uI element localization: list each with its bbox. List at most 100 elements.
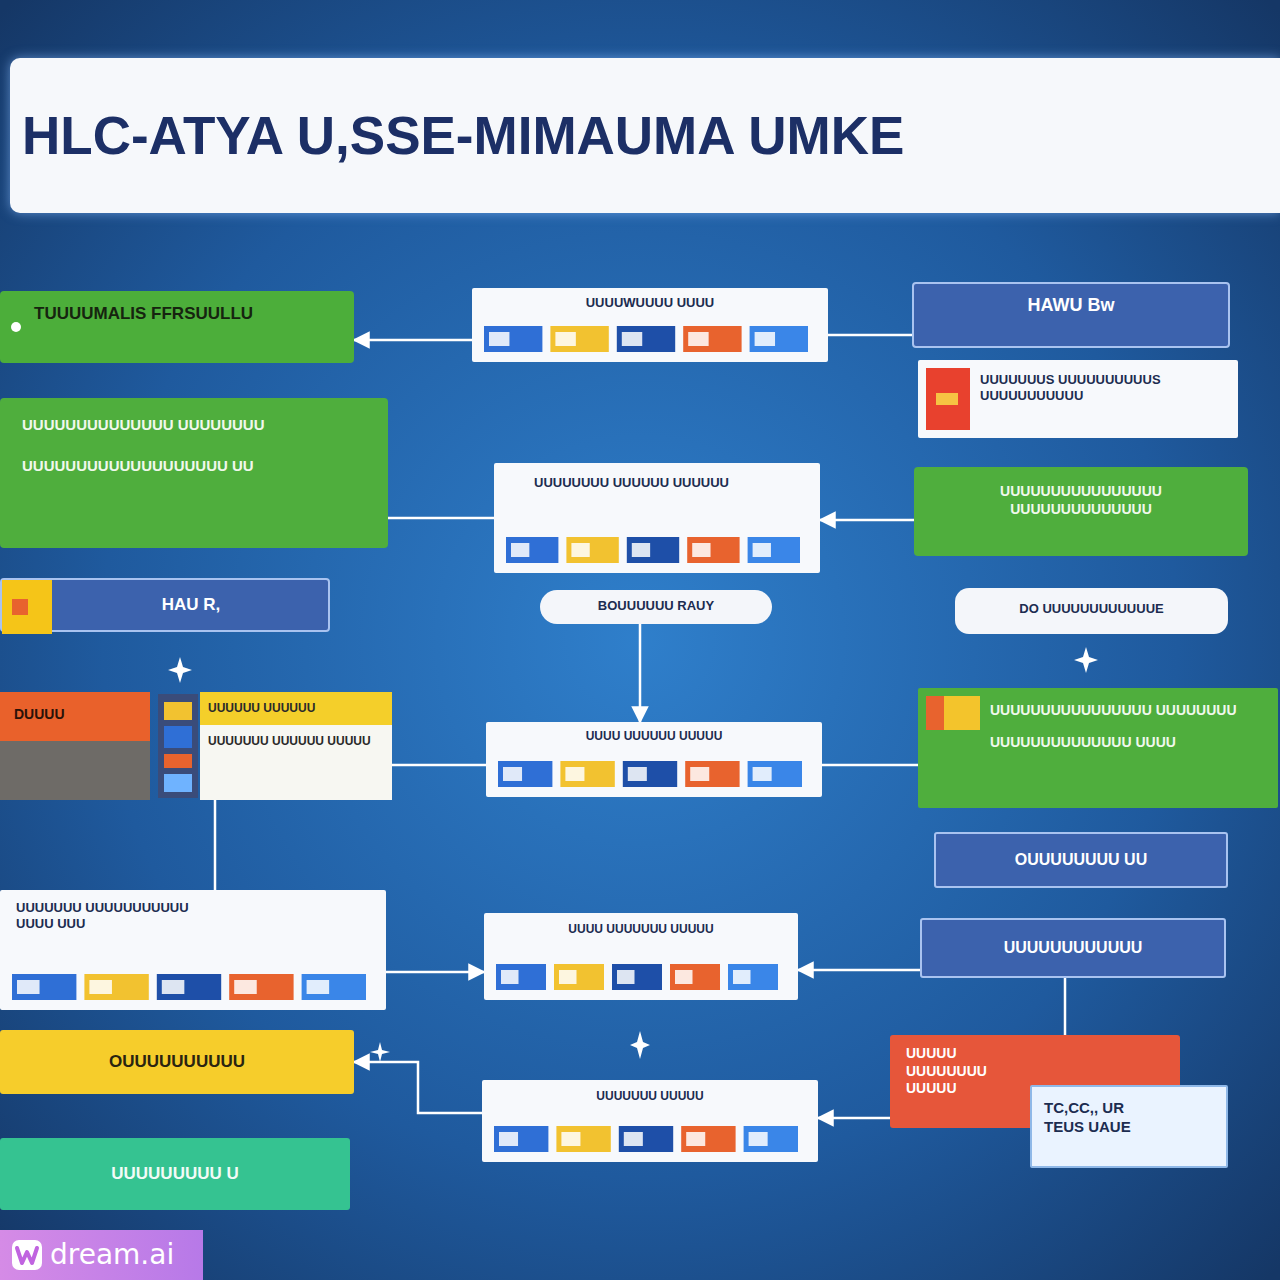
flow-connector <box>818 1117 890 1120</box>
thumbnail-detail <box>675 970 693 984</box>
thumbnail-detail <box>753 543 771 557</box>
watermark-logo <box>12 1240 42 1270</box>
thumbnail-detail <box>89 980 112 994</box>
box-text: UUUUUUUUUUU <box>980 388 1228 404</box>
thumbnail-detail <box>753 767 772 781</box>
flow-connector <box>1064 978 1067 1035</box>
flow-box: UUUUWUUUU UUUU <box>472 288 828 362</box>
thumbnail-block <box>670 964 720 990</box>
thumbnail-row <box>506 537 800 563</box>
thumbnail-block <box>748 761 802 787</box>
box-text: UUUUUUUS UUUUUUUUUUS <box>980 372 1228 388</box>
thumbnail-row <box>484 326 808 352</box>
flow-connector <box>392 764 486 767</box>
icon-block <box>164 702 192 720</box>
thumbnail-block <box>498 761 552 787</box>
box-text: UUUUUUUUUUUUUU UUUU <box>990 734 1262 752</box>
yellow-tab <box>2 580 52 634</box>
thumbnail-detail <box>692 543 710 557</box>
thumbnail-block <box>12 974 76 1000</box>
thumbnail-detail <box>688 332 708 346</box>
box-text: UUUUUU UUUUUU <box>200 692 392 725</box>
flow-box: UUUUUUUS UUUUUUUUUUSUUUUUUUUUUU <box>918 360 1238 438</box>
thumbnail-block <box>728 964 778 990</box>
box-text: HAU R, <box>66 594 316 615</box>
thumbnail-block <box>494 1126 548 1152</box>
flow-box: UUUUUUUUUUUUUU UUUUUUUUUUUUUUUUUUUUUUUUU… <box>0 398 388 548</box>
box-text: TC,CC,, UR <box>1044 1099 1214 1118</box>
box-text: UUUUWUUUU UUUU <box>484 295 816 311</box>
thumbnail-block <box>744 1126 798 1152</box>
box-text: UUUUU <box>906 1080 1020 1098</box>
flow-box: TUUUUMALIS FFRSUULLU <box>0 291 354 363</box>
icon-block <box>164 726 192 748</box>
thumbnail-block <box>506 537 558 563</box>
icon-block <box>164 754 192 768</box>
sparkle <box>370 1042 390 1062</box>
thumbnail-block <box>556 1126 610 1152</box>
thumbnail-detail <box>755 332 775 346</box>
box-text: UUUU UUUUUU UUUUU <box>498 729 810 744</box>
box-text: UUUUUUUU UUUUUU UUUUUU <box>534 475 808 491</box>
thumbnail-detail <box>686 1132 705 1146</box>
box-text: UUUUUUUUU U <box>14 1163 336 1184</box>
watermark-text: dream.ai <box>50 1230 174 1280</box>
flow-box: UUUUUUU UUUUU <box>482 1080 818 1162</box>
title-bar: HLC-ATYA U,SSE-MIMAUMA UMKE <box>10 58 1280 213</box>
tab-detail <box>926 696 944 730</box>
thumbnail-block <box>627 537 679 563</box>
thumbnail-detail <box>617 970 635 984</box>
flow-box: HAWU Bw <box>912 282 1230 348</box>
thumbnail-detail <box>489 332 509 346</box>
flow-connector <box>388 517 494 520</box>
thumbnail-detail <box>622 332 642 346</box>
flow-box: TC,CC,, URTEUS UAUE <box>1030 1085 1228 1168</box>
flow-box: UUUUUUUU UUUUUU UUUUUU <box>494 463 820 573</box>
icon-detail <box>936 393 958 405</box>
flow-box: UUUUUUUUUUUU <box>920 918 1226 978</box>
thumbnail-detail <box>17 980 40 994</box>
thumbnail-block <box>550 326 608 352</box>
flow-connector <box>214 800 217 890</box>
flow-box: BOUUUUUU RAUY <box>540 590 772 624</box>
thumbnail-block <box>84 974 148 1000</box>
thumbnail-row <box>496 964 778 990</box>
flow-connector <box>386 971 484 974</box>
thumbnail-block <box>157 974 221 1000</box>
thumbnail-detail <box>733 970 751 984</box>
box-text: UUUU UUU <box>16 916 374 932</box>
flow-connector <box>639 624 642 722</box>
logo-tile <box>12 1240 42 1270</box>
thumbnail-row <box>498 761 802 787</box>
box-text: UUUUUUU UUUUU <box>494 1089 806 1104</box>
thumbnail-detail <box>503 767 522 781</box>
thumbnail-block <box>554 964 604 990</box>
thumbnail-detail <box>559 970 577 984</box>
thumbnail-block <box>619 1126 673 1152</box>
watermark-badge: dream.ai <box>0 1230 203 1280</box>
thumbnail-detail <box>624 1132 643 1146</box>
box-decoration <box>0 291 354 363</box>
flow-connector <box>828 334 912 337</box>
thumbnail-detail <box>632 543 650 557</box>
flow-box: HAU R, <box>0 578 330 632</box>
sparkle <box>1074 647 1098 673</box>
sparkle <box>630 1031 650 1059</box>
thumbnail-block <box>681 1126 735 1152</box>
flow-box: UUUUUUUUUUUUUUUU UUUUUUUUUUUUUUUUUUUUUU … <box>918 688 1278 808</box>
box-text: UUUUUUUUUUUUUUUU UUUUUUUUUUUUUU <box>928 483 1234 518</box>
flow-box: OUUUUUUUU UU <box>934 832 1228 888</box>
flow-box: UUUUUUU UUUUUUUUUUUUUUU UUU <box>0 890 386 1010</box>
box-text: UUUUUUU UUUUUUUUUUU <box>16 900 374 916</box>
flow-box: UUUU UUUUUU UUUUU <box>486 722 822 797</box>
box-text: OUUUUUUUU UU <box>948 850 1214 870</box>
box-text: HAWU Bw <box>928 294 1214 317</box>
flow-connector <box>798 969 920 972</box>
thumbnail-row <box>494 1126 798 1152</box>
thumbnail-detail <box>565 767 584 781</box>
thumbnail-detail <box>162 980 185 994</box>
box-text: OUUUUUUUUUU <box>14 1051 340 1072</box>
thumbnail-detail <box>628 767 647 781</box>
